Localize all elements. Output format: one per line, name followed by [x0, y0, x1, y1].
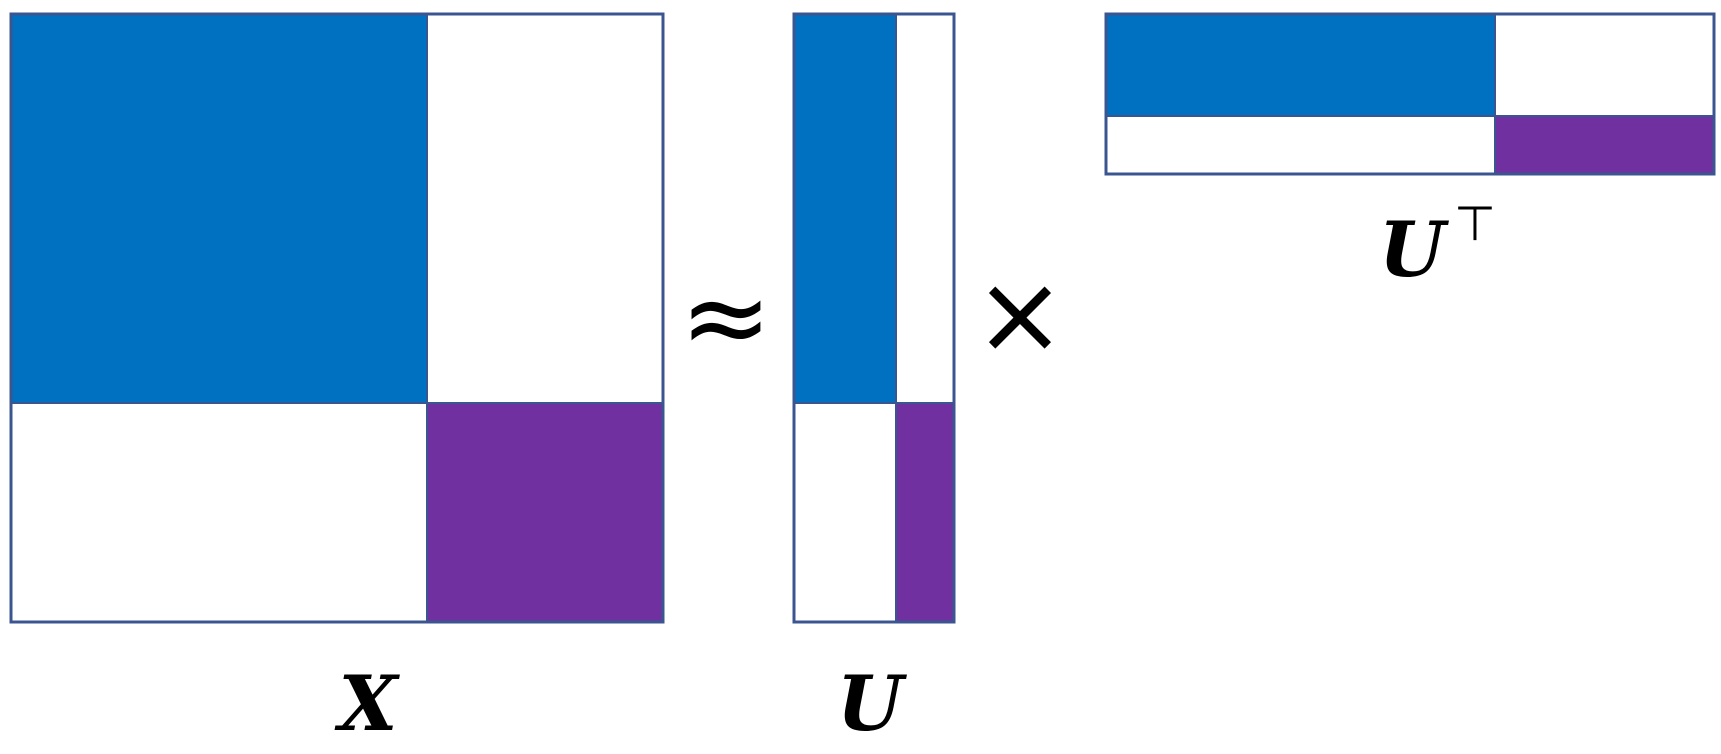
matrix-ut-block-top-right: [1494, 13, 1715, 117]
matrix-x-label: X: [335, 659, 401, 748]
matrix-u-block-top-left: [793, 13, 897, 404]
matrix-u-label: U: [837, 659, 908, 748]
matrix-u-outline: [792, 12, 956, 624]
matrix-u-block-bottom-left: [793, 402, 897, 623]
matrix-ut-block-top-left: [1105, 13, 1496, 117]
matrix-x-block-top-right: [426, 13, 664, 404]
matrix-ut-block-bottom-left: [1105, 115, 1496, 175]
matrix-x-outline: [9, 12, 665, 624]
matrix-ut-outline: [1104, 12, 1716, 176]
matrix-u-transpose: [1104, 12, 1716, 176]
matrix-u-block-top-right: [895, 13, 955, 404]
approx-operator: ≈: [680, 253, 772, 381]
matrix-ut-block-bottom-right: [1494, 115, 1715, 175]
matrix-x-block-bottom-left: [10, 402, 428, 623]
matrix-u-block-bottom-right: [895, 402, 955, 623]
matrix-u: [792, 12, 956, 624]
times-operator: ×: [974, 250, 1066, 378]
matrix-x-block-top-left: [10, 13, 428, 404]
matrix-ut-label: U: [1379, 205, 1450, 294]
matrix-x: [9, 12, 665, 624]
matrix-ut-superscript: ⊤: [1454, 196, 1496, 252]
matrix-x-block-bottom-right: [426, 402, 664, 623]
